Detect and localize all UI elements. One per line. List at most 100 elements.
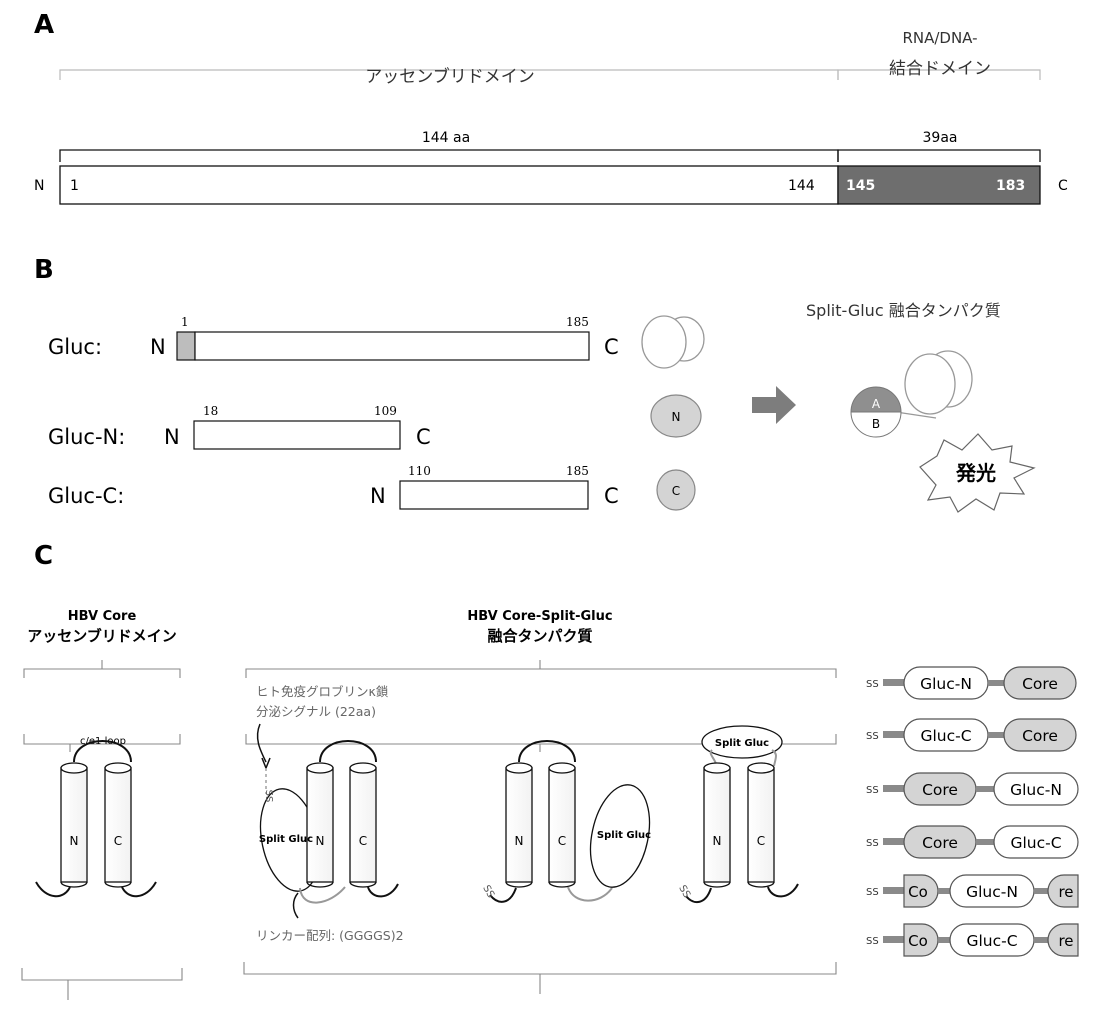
panel-a-letter: A	[34, 10, 54, 40]
construct-list: SS Gluc-N Core SS Gluc-C Core SS	[866, 667, 1078, 956]
gluc-n-fragment-label: N	[672, 410, 681, 424]
construct-row-2-label-2: Core	[1022, 727, 1058, 745]
gluc-label: Gluc:	[48, 335, 102, 359]
bar-end-binding: 183	[996, 178, 1025, 194]
mid-title-line1: HBV Core-Split-Gluc	[467, 609, 612, 624]
linker-pointer	[294, 893, 299, 918]
construct-row-5-label-1: Co	[908, 883, 928, 901]
gluc-c-c-terminus: C	[604, 484, 619, 508]
linker-label: リンカー配列: (GGGGS)2	[256, 928, 404, 943]
gluc-n-label: Gluc-N:	[48, 425, 125, 449]
bar-c-terminus: C	[1058, 178, 1068, 194]
length-assembly: 144 aa	[422, 130, 470, 146]
construct-c-terminal-split-gluc	[490, 741, 658, 902]
construct-row-4-linker	[976, 839, 996, 845]
mid-title-line2: 融合タンパク質	[487, 627, 592, 645]
construct-row-5-label-3: re	[1058, 883, 1073, 901]
construct-row-1-signal-bar	[883, 679, 907, 686]
gluc-bar	[195, 332, 589, 360]
construct-row-6-label-2: Gluc-C	[966, 932, 1017, 950]
gluc-n-n-terminus: N	[164, 425, 180, 449]
left-bottom-group-bracket	[22, 968, 182, 1000]
signal-pointer-head	[262, 758, 270, 768]
construct-row-3-linker	[976, 786, 996, 792]
construct-row-2-label-1: Gluc-C	[920, 727, 971, 745]
length-bracket-binding	[838, 150, 1040, 162]
ss-marker-3: SS	[676, 883, 692, 900]
construct-row-2-signal-bar	[883, 731, 907, 738]
fusion-title: Split-Gluc 融合タンパク質	[806, 301, 1001, 320]
mid-bottom-group-bracket	[244, 962, 836, 994]
construct-row-1-ss: SS	[866, 679, 879, 690]
gluc-end: 185	[566, 315, 589, 329]
construct-row-6-label-1: Co	[908, 932, 928, 950]
gluc-full-protein-icon	[642, 316, 704, 368]
construct-row-6-ss: SS	[866, 936, 879, 947]
construct-row-5: SS Co Gluc-N re	[866, 875, 1078, 907]
helix-c-2: C	[558, 834, 566, 848]
construct-row-1: SS Gluc-N Core	[866, 667, 1076, 699]
bar-start-binding: 145	[846, 178, 875, 194]
helix-c-1: C	[359, 834, 367, 848]
panel-c-letter: C	[34, 541, 53, 571]
construct-row-1-label-2: Core	[1022, 675, 1058, 693]
gluc-n-terminus: N	[150, 335, 166, 359]
construct-n-terminal-split-gluc	[252, 741, 398, 903]
construct-loop-inserted-split-gluc	[686, 726, 798, 902]
fusion-protein-icon	[851, 351, 972, 437]
split-gluc-label-2: Split Gluc	[597, 830, 651, 841]
construct-row-1-linker	[988, 680, 1006, 686]
gluc-c-end: 185	[566, 464, 589, 478]
gluc-c-terminus: C	[604, 335, 619, 359]
construct-row-4-ss: SS	[866, 838, 879, 849]
gluc-signal-segment	[177, 332, 195, 360]
gluc-c-fragment-label: C	[672, 484, 680, 498]
gluc-start: 1	[181, 315, 189, 329]
gluc-n-start: 18	[203, 404, 218, 418]
signal-peptide-line1: ヒト免疫グロブリンκ鎖	[256, 684, 389, 699]
ss-marker-1: SS	[263, 790, 274, 803]
construct-row-4-signal-bar	[883, 838, 907, 845]
split-gluc-label-3: Split Gluc	[715, 738, 769, 749]
bar-end-assembly: 144	[788, 178, 815, 194]
construct-row-6-linker-2	[1034, 937, 1048, 943]
signal-pointer	[258, 724, 266, 762]
construct-row-2-linker	[988, 732, 1006, 738]
fusion-part-b: B	[872, 417, 880, 431]
gluc-c-bar	[400, 481, 588, 509]
construct-row-3-label-2: Gluc-N	[1010, 781, 1062, 799]
gluc-c-start: 110	[408, 464, 431, 478]
gluc-c-n-terminus: N	[370, 484, 386, 508]
fusion-part-a: A	[872, 397, 881, 411]
left-top-bracket	[24, 660, 180, 678]
length-bracket-assembly	[60, 150, 838, 162]
panel-a: A アッセンブリドメイン RNA/DNA- 結合ドメイン 144 aa 39aa…	[34, 10, 1068, 204]
construct-row-3: SS Core Gluc-N	[866, 773, 1078, 805]
construct-row-5-linker-2	[1034, 888, 1048, 894]
helix-c-3: C	[757, 834, 765, 848]
core-hairpin-left	[36, 741, 156, 896]
construct-row-3-ss: SS	[866, 785, 879, 796]
split-gluc-label-1: Split Gluc	[259, 834, 313, 845]
construct-row-3-signal-bar	[883, 785, 907, 792]
helix-n-3: N	[713, 834, 722, 848]
panel-b-letter: B	[34, 255, 54, 285]
reconstitution-arrow	[752, 386, 796, 424]
construct-row-1-label-1: Gluc-N	[920, 675, 972, 693]
construct-row-6: SS Co Gluc-C re	[866, 924, 1078, 956]
left-helix-n: N	[70, 834, 79, 848]
construct-row-4-label-1: Core	[922, 834, 958, 852]
gluc-n-end: 109	[374, 404, 397, 418]
binding-domain-label-line1: RNA/DNA-	[902, 29, 977, 47]
construct-row-2-ss: SS	[866, 731, 879, 742]
construct-row-4-label-2: Gluc-C	[1010, 834, 1061, 852]
construct-row-6-label-3: re	[1058, 932, 1073, 950]
panel-c: C HBV Core アッセンブリドメイン c/e1 loop N C HBV …	[22, 541, 1078, 1000]
assembly-domain-bar	[60, 166, 838, 204]
construct-row-5-label-2: Gluc-N	[966, 883, 1018, 901]
bar-n-terminus: N	[34, 178, 44, 194]
construct-row-3-label-1: Core	[922, 781, 958, 799]
helix-n-2: N	[515, 834, 524, 848]
gluc-c-label: Gluc-C:	[48, 484, 124, 508]
